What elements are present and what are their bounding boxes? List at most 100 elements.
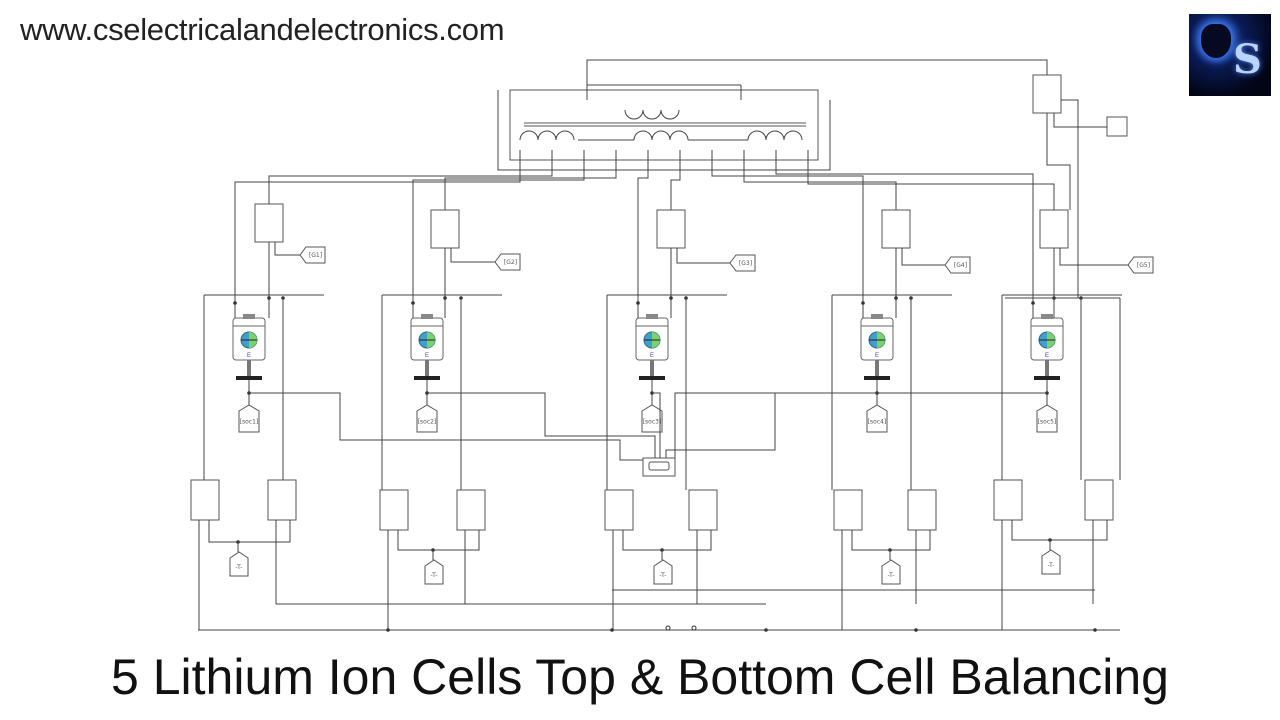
battery-label: E [247, 353, 251, 359]
gate-tag-g2 [494, 253, 521, 271]
battery-base [864, 376, 890, 380]
transformer-winding-coil [519, 130, 575, 141]
battery-label: E [1045, 353, 1049, 359]
switch-block-5 [1039, 209, 1069, 249]
soc-tag-2-label: [soc2] [418, 419, 437, 426]
battery-base [1034, 376, 1060, 380]
wire [676, 248, 730, 264]
logo-letter: S [1233, 36, 1262, 83]
junction-dot [610, 628, 614, 632]
wire [208, 520, 291, 543]
wire [1059, 248, 1128, 266]
wire [901, 248, 945, 266]
junction-dot [669, 296, 673, 300]
switch-block-3 [656, 209, 686, 249]
switch-block-2 [430, 209, 460, 249]
wire [851, 530, 931, 551]
balancing-switch-4b [907, 489, 937, 531]
wire [1046, 113, 1071, 210]
junction-dot [233, 301, 237, 305]
website-url: www.cselectricalandelectronics.com [20, 12, 505, 47]
balancing-switch-5b [1084, 479, 1114, 521]
battery-terminal [646, 314, 658, 319]
balancing-switch-4a [833, 489, 863, 531]
battery-stem [1045, 360, 1049, 376]
soc-tag-1-label: [soc1] [240, 419, 259, 426]
battery-stem [875, 360, 879, 376]
wire [450, 248, 495, 263]
terminator-3-label: -T- [660, 572, 667, 579]
terminator-5 [1041, 549, 1061, 575]
battery-label: E [425, 353, 429, 359]
site-logo: S [1189, 14, 1271, 96]
winding-wire [711, 165, 864, 318]
gate-tag-g3 [729, 254, 756, 272]
soc-tag-4-label: [soc4] [868, 419, 887, 426]
terminator-4 [881, 559, 901, 585]
junction-dot [386, 628, 390, 632]
balancing-switch-3a [604, 489, 634, 531]
battery-terminal [243, 314, 255, 319]
terminator-4-label: -T- [888, 572, 895, 579]
bus-connector [691, 625, 697, 631]
switch-block-4 [881, 209, 911, 249]
gate-tag-g5-label: [G5] [1137, 262, 1150, 269]
junction-dot [764, 628, 768, 632]
junction-dot [267, 296, 271, 300]
wire [1011, 520, 1108, 541]
soc-tag-1 [238, 404, 260, 433]
junction-dot [894, 296, 898, 300]
winding-wire [670, 165, 681, 210]
junction-dot [443, 296, 447, 300]
soc-scope [642, 457, 676, 477]
battery-base [236, 376, 262, 380]
junction-dot [861, 301, 865, 305]
bus-connector [665, 625, 671, 631]
terminator-2 [424, 559, 444, 585]
battery-terminal [421, 314, 433, 319]
wire [274, 242, 300, 256]
junction-dot [1093, 628, 1097, 632]
soc-wire [674, 392, 1047, 460]
soc-tag-2 [416, 404, 438, 433]
junction-dot [914, 628, 918, 632]
transformer-winding-coil [633, 130, 689, 141]
battery-base [639, 376, 665, 380]
battery-stem [247, 360, 251, 376]
transformer-winding-coil [747, 130, 803, 141]
battery-terminal [871, 314, 883, 319]
gate-tag-g5 [1127, 256, 1154, 274]
wire [1053, 113, 1107, 128]
battery-label: E [650, 353, 654, 359]
balancing-switch-5a [993, 479, 1023, 521]
gate-tag-g2-label: [G2] [504, 259, 517, 266]
balancing-switch-1b [267, 479, 297, 521]
balancing-switch-1a [190, 479, 220, 521]
gate-tag-g3-label: [G3] [739, 260, 752, 267]
terminator-3 [653, 559, 673, 585]
soc-tag-3-label: [soc3] [643, 419, 662, 426]
soc-wire [665, 392, 877, 460]
winding-wire [775, 165, 1034, 318]
battery-stem [650, 360, 654, 376]
caption-title: 5 Lithium Ion Cells Top & Bottom Cell Ba… [111, 649, 1169, 705]
soc-tag-5-label: [soc5] [1038, 419, 1057, 426]
battery-base [414, 376, 440, 380]
gate-tag-g1-label: [G1] [309, 252, 322, 259]
winding-wire [412, 165, 585, 318]
battery-terminal [1041, 314, 1053, 319]
logo-hand-icon [1201, 24, 1231, 58]
winding-wire [743, 165, 897, 210]
gate-tag-g4 [944, 256, 971, 274]
winding-wire [807, 165, 1055, 210]
wire [1061, 99, 1079, 298]
balancing-switch-3b [688, 489, 718, 531]
terminator-5-label: -T- [1048, 562, 1055, 569]
terminator-1 [229, 551, 249, 577]
balancing-switch-2a [379, 489, 409, 531]
soc-tag-4 [866, 404, 888, 433]
junction-dot [411, 301, 415, 305]
multi-winding-transformer [509, 89, 819, 161]
switch-block-1 [254, 203, 284, 243]
